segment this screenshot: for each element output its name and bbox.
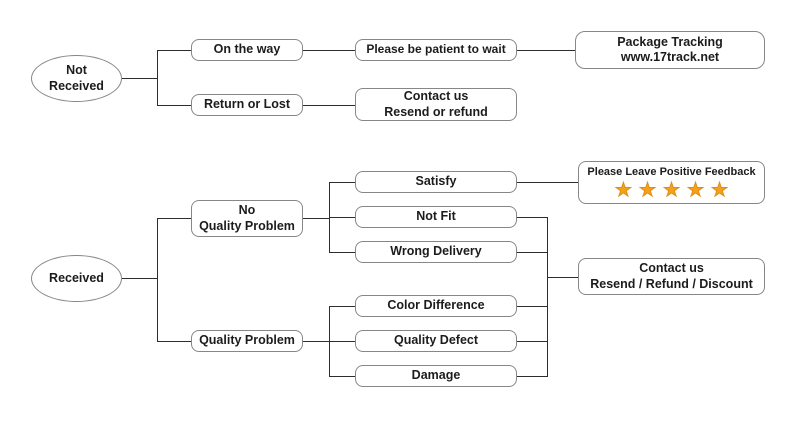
connector-line (329, 252, 355, 253)
connector-line (517, 50, 575, 51)
node-satisfy: Satisfy (355, 171, 517, 193)
node-not-fit: Not Fit (355, 206, 517, 228)
connector-line (329, 217, 355, 218)
connector-line (517, 306, 547, 307)
node-quality-defect: Quality Defect (355, 330, 517, 352)
node-label: Damage (411, 368, 461, 383)
connector-line (303, 218, 329, 219)
node-label: Contact us (639, 261, 704, 275)
connector-line (157, 50, 158, 106)
node-label: Resend or refund (384, 104, 488, 119)
node-label: Quality Problem (199, 333, 295, 348)
node-package-tracking: Package Tracking www.17track.net (575, 31, 765, 69)
connector-line (157, 218, 158, 342)
node-label: Please Leave Positive Feedback (587, 165, 756, 178)
node-wrong-delivery: Wrong Delivery (355, 241, 517, 263)
node-quality-problem: Quality Problem (191, 330, 303, 352)
connector-line (303, 341, 329, 342)
node-contact-resend-refund: Contact us Resend or refund (355, 88, 517, 121)
connector-line (547, 217, 548, 377)
node-label: Not Fit (416, 209, 456, 224)
connector-line (157, 218, 191, 219)
connector-line (303, 105, 355, 106)
node-be-patient: Please be patient to wait (355, 39, 517, 61)
connector-line (157, 341, 191, 342)
connector-line (329, 341, 355, 342)
connector-line (122, 278, 157, 279)
node-label: Color Difference (387, 298, 485, 313)
connector-line (329, 182, 355, 183)
connector-line (157, 50, 191, 51)
connector-line (157, 105, 191, 106)
node-not-received: Not Received (31, 55, 122, 102)
node-no-quality-problem: No Quality Problem (191, 200, 303, 237)
node-label: Quality Defect (393, 333, 479, 348)
node-return-or-lost: Return or Lost (191, 94, 303, 116)
node-on-the-way: On the way (191, 39, 303, 61)
node-label: Received (49, 270, 104, 285)
node-received: Received (31, 255, 122, 302)
node-label: www.17track.net (620, 50, 720, 64)
node-label: Return or Lost (203, 97, 291, 112)
node-color-difference: Color Difference (355, 295, 517, 317)
node-label: Please be patient to wait (366, 42, 506, 57)
connector-line (517, 376, 547, 377)
node-label: Resend / Refund / Discount (590, 276, 753, 291)
connector-line (329, 306, 355, 307)
connector-line (517, 341, 547, 342)
connector-line (122, 78, 157, 79)
node-label: On the way (213, 42, 281, 57)
node-damage: Damage (355, 365, 517, 387)
five-star-rating-icon: ★★★★★ (614, 179, 736, 201)
node-label: Contact us (403, 89, 469, 103)
node-label: Wrong Delivery (390, 244, 482, 259)
connector-line (517, 182, 578, 183)
connector-line (303, 50, 355, 51)
connector-line (547, 277, 578, 278)
connector-line (517, 252, 547, 253)
connector-line (329, 376, 355, 377)
node-label: No (238, 203, 256, 217)
connector-line (517, 217, 547, 218)
node-positive-feedback: Please Leave Positive Feedback ★★★★★ (578, 161, 765, 204)
node-label: Satisfy (415, 174, 457, 189)
node-label: Received (49, 78, 104, 93)
node-label: Not (66, 63, 87, 77)
node-label: Quality Problem (199, 218, 295, 233)
node-contact-discount: Contact us Resend / Refund / Discount (578, 258, 765, 295)
node-label: Package Tracking (617, 34, 723, 49)
